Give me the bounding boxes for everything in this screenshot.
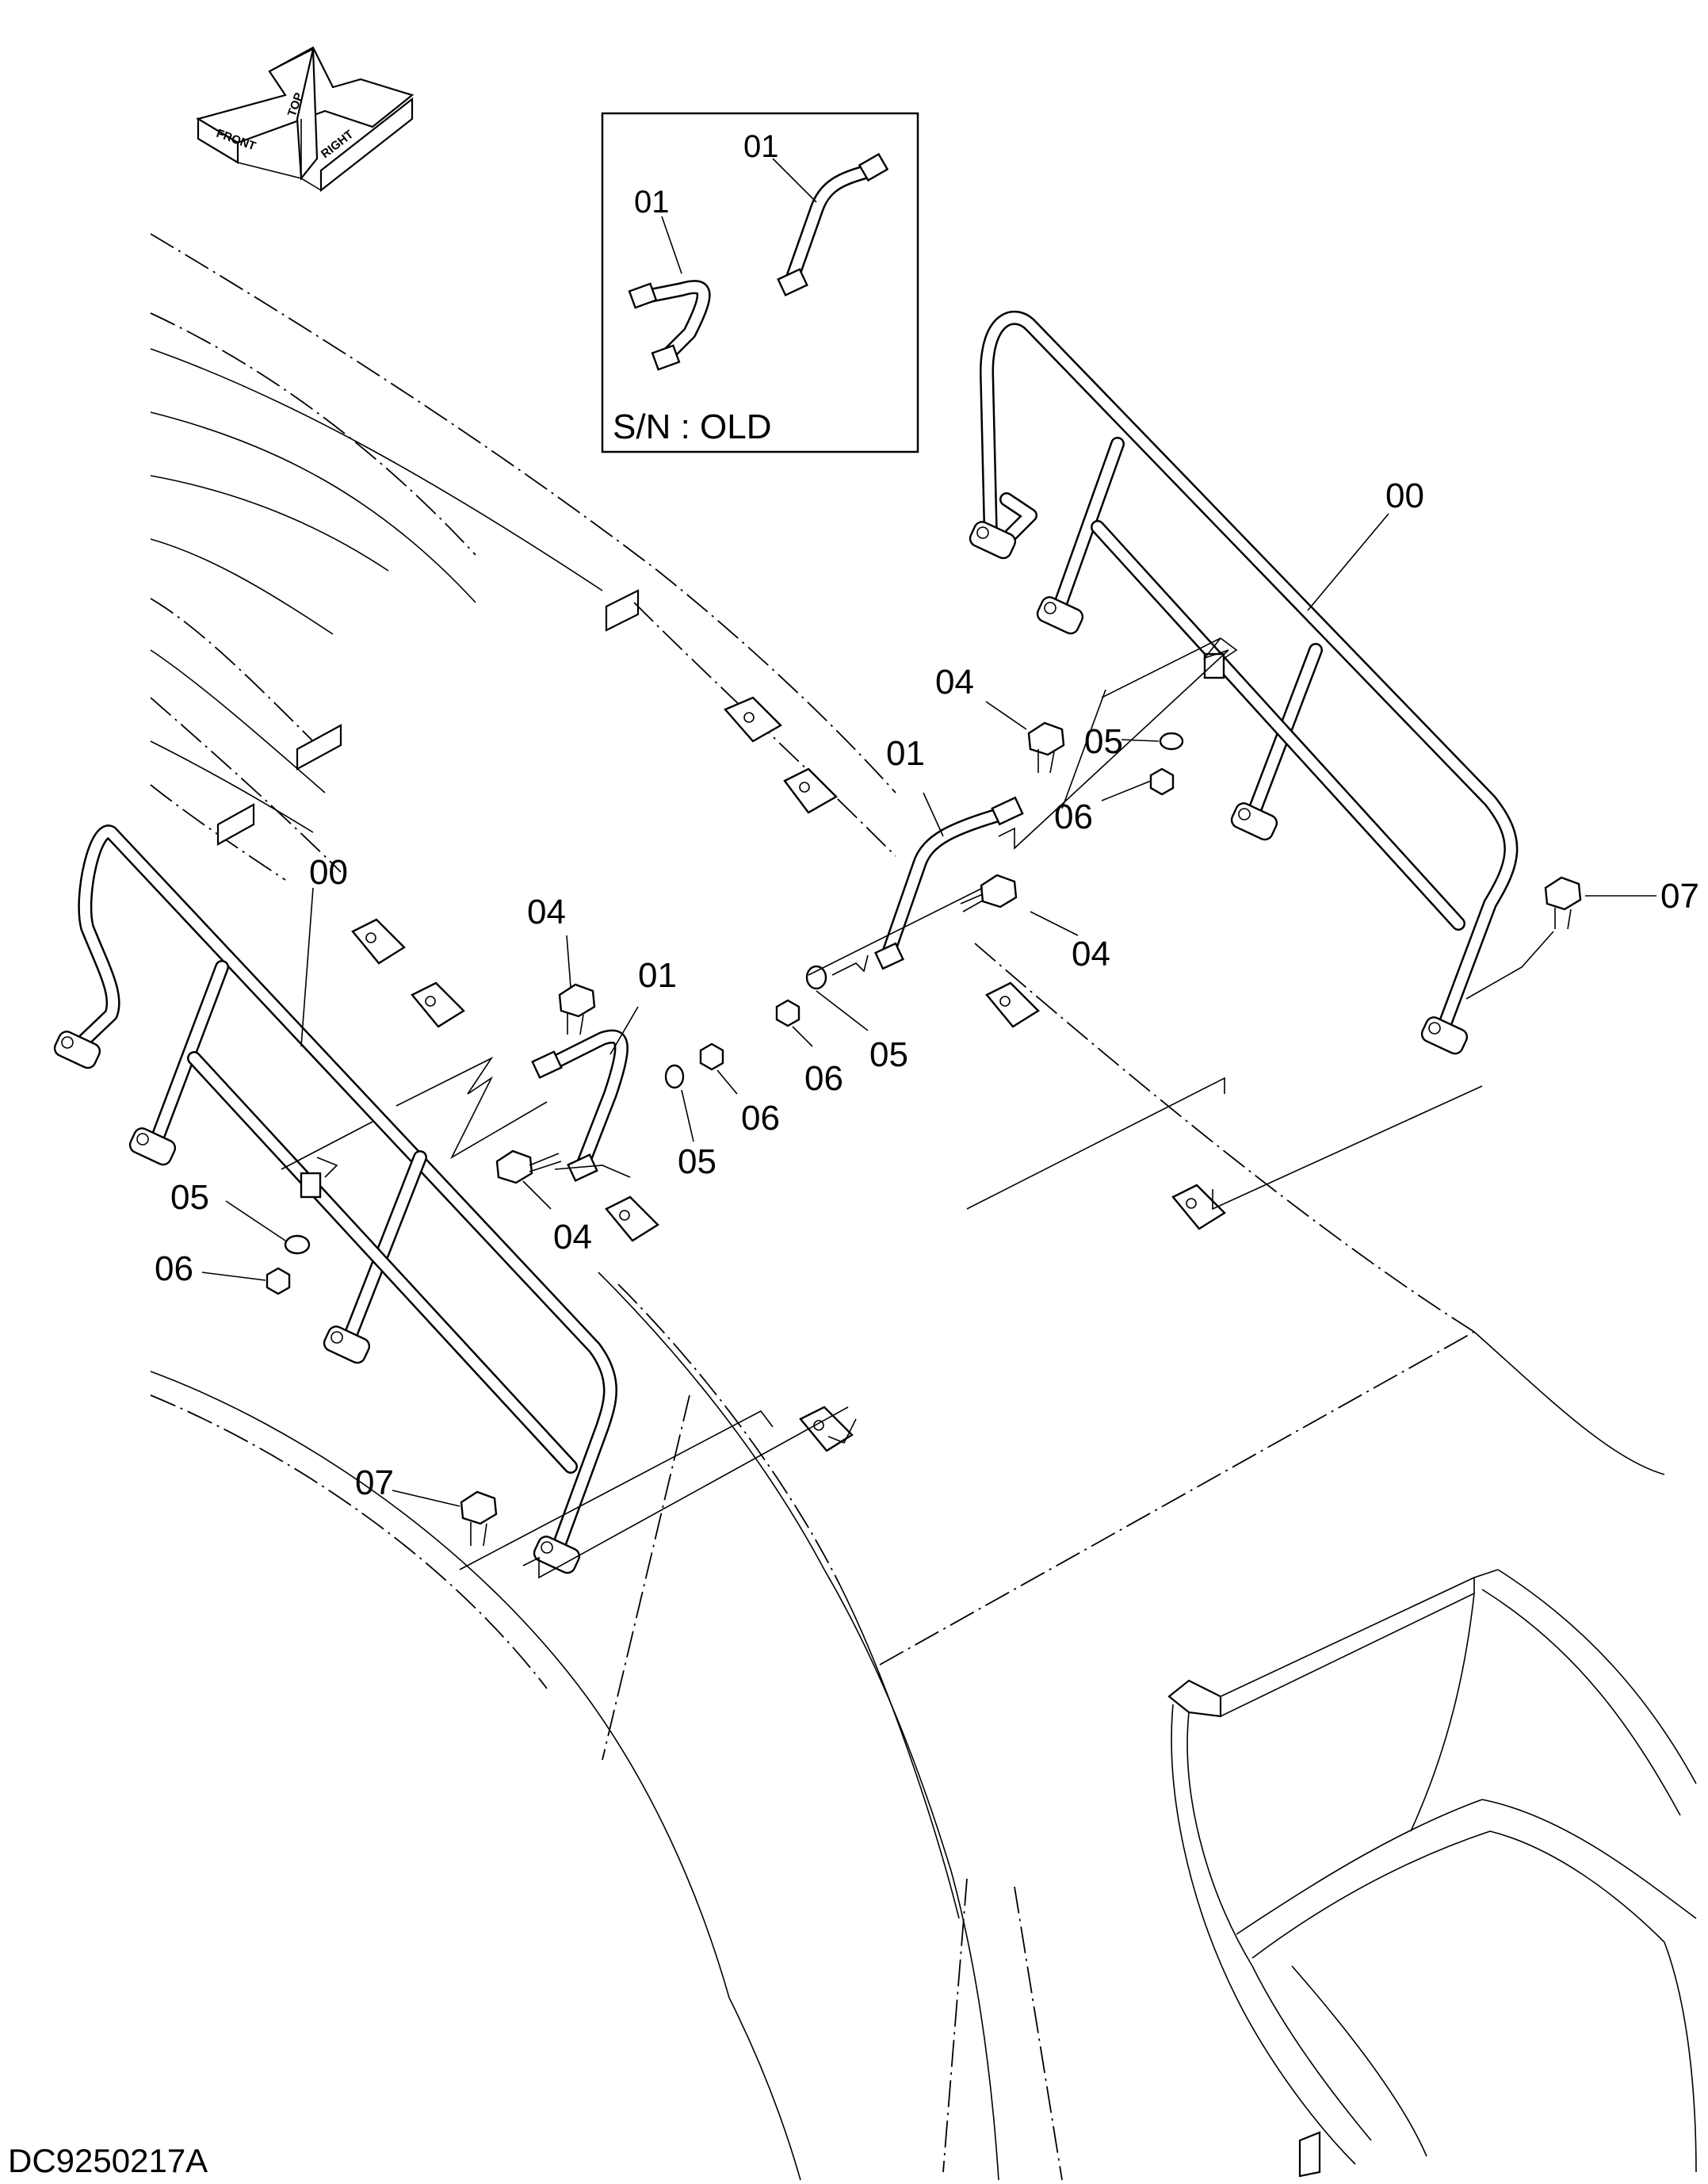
leader-lines <box>201 513 1656 1507</box>
mount-pad <box>605 1195 659 1242</box>
guard-rail-left <box>53 824 617 1574</box>
washer-icon <box>1159 732 1184 751</box>
bolt-icon <box>460 1490 498 1547</box>
callout-06-center: 06 <box>741 1099 780 1138</box>
bolt-icon <box>1544 876 1582 930</box>
handle-right <box>874 796 1024 970</box>
callout-05-left: 05 <box>170 1178 209 1217</box>
washer-icon <box>664 1064 685 1089</box>
inset-callout-01-right: 01 <box>743 129 779 164</box>
nut-icon <box>266 1267 291 1295</box>
callout-07-right-end: 07 <box>1660 877 1699 916</box>
mount-pad <box>985 981 1040 1028</box>
callout-04-top-right: 04 <box>935 663 974 702</box>
rail-foot <box>323 1325 371 1364</box>
callout-01-left-handle: 01 <box>638 956 677 995</box>
inset-old-version: 01 01 S/N : OLD <box>601 112 919 453</box>
bolt-icon <box>1027 721 1065 774</box>
rail-foot <box>533 1536 581 1574</box>
callout-00-left-rail: 00 <box>309 853 348 892</box>
callout-05-center-right: 05 <box>869 1035 908 1074</box>
rail-foot <box>1036 596 1084 635</box>
rail-foot <box>1230 802 1278 841</box>
washer-icon <box>805 965 827 990</box>
callout-04-center-top: 04 <box>527 893 566 931</box>
mount-pad <box>351 918 406 965</box>
inset-leader <box>661 216 682 274</box>
callouts: 00 00 01 01 04 04 04 04 05 05 05 05 06 0… <box>155 476 1699 1502</box>
bolt-icon <box>558 983 596 1035</box>
rail-tab <box>300 1172 322 1199</box>
mount-pad <box>1171 1184 1226 1230</box>
inset-leader <box>772 158 817 203</box>
callout-05-center: 05 <box>678 1142 716 1181</box>
washer-icon <box>284 1234 311 1255</box>
mount-pad <box>411 981 465 1028</box>
mounting-blocks <box>351 696 1226 1452</box>
inset-handle-u <box>628 280 711 371</box>
callout-00-right-rail: 00 <box>1385 476 1424 515</box>
inset-handle-straight <box>777 152 889 296</box>
rail-foot <box>53 1031 101 1069</box>
connector-lines <box>281 637 1554 1579</box>
drawing-code: DC9250217A <box>8 2142 208 2179</box>
callout-04-center-lower: 04 <box>553 1218 592 1256</box>
inset-caption: S/N : OLD <box>613 407 772 446</box>
rail-foot <box>128 1127 177 1166</box>
bolt-icon <box>960 874 1018 912</box>
guard-rail-right <box>969 311 1519 1055</box>
nut-icon <box>775 999 801 1027</box>
rail-foot <box>969 521 1017 560</box>
callout-01-right-handle: 01 <box>886 734 925 773</box>
callout-07-left-end: 07 <box>355 1463 394 1502</box>
mount-pad <box>783 767 838 814</box>
orientation-arrow-icon: FRONT TOP RIGHT <box>196 46 415 193</box>
nut-icon <box>1149 767 1175 796</box>
fasteners <box>266 721 1582 1547</box>
bolt-icon <box>495 1149 562 1184</box>
mount-pad <box>724 696 782 743</box>
callout-05-right-upper: 05 <box>1084 722 1123 761</box>
machine-outline <box>150 233 1697 2181</box>
callout-06-center-right: 06 <box>804 1059 843 1098</box>
rail-foot <box>1420 1016 1469 1055</box>
nut-icon <box>699 1042 724 1071</box>
inset-callout-01-left: 01 <box>634 185 670 220</box>
callout-06-left: 06 <box>155 1249 193 1288</box>
callout-06-right-upper: 06 <box>1054 797 1093 836</box>
handle-left <box>531 1029 629 1182</box>
callout-04-right-lower: 04 <box>1072 935 1110 973</box>
